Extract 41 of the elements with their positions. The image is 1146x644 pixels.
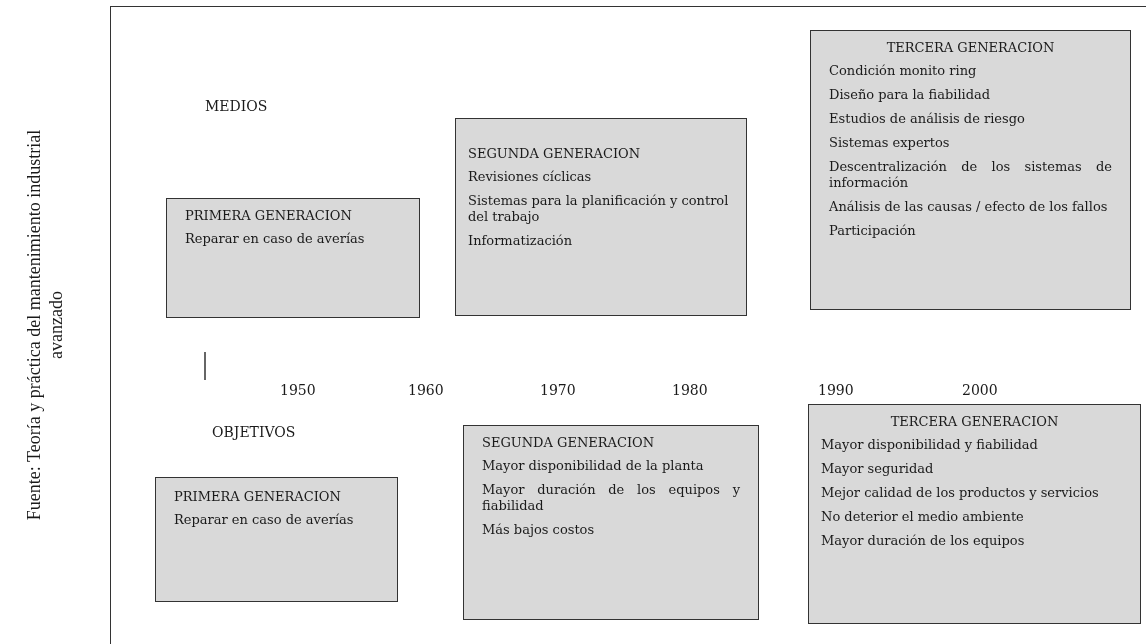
list-item: No deterior el medio ambiente: [821, 509, 1025, 525]
section-heading: OBJETIVOS: [212, 424, 296, 440]
list-item: Descentralización de los sistemas de información: [829, 159, 1112, 191]
generation-box: [810, 30, 1131, 310]
generation-box: [166, 198, 420, 318]
year-label: 1980: [672, 382, 708, 398]
year-label: 1970: [540, 382, 576, 398]
list-item: Informatización: [468, 233, 574, 249]
list-item: Sistemas para la planificación y control del trabajo: [468, 193, 730, 225]
list-item: Más bajos costos: [482, 522, 596, 538]
list-item: Mayor seguridad: [821, 461, 935, 477]
box-heading: TERCERA GENERACION: [889, 413, 1060, 430]
list-item: Participación: [829, 223, 917, 239]
list-item: Mayor duración de los equipos: [821, 533, 1026, 549]
generation-box: [455, 118, 747, 316]
list-item: Mayor disponibilidad y fiabilidad: [821, 437, 1039, 453]
list-item: Reparar en caso de averías: [174, 512, 355, 528]
list-item: Estudios de análisis de riesgo: [829, 111, 1026, 127]
source-caption: Fuente: Teoría y práctica del mantenimiento industrial avanzado: [23, 128, 67, 523]
list-item: Mayor duración de los equipos y fiabilidad: [482, 482, 740, 514]
list-item: Diseño para la fiabilidad: [829, 87, 992, 103]
box-heading: PRIMERA GENERACION: [174, 488, 342, 505]
list-item: Mayor disponibilidad de la planta: [482, 458, 705, 474]
list-item: Mejor calidad de los productos y servicios: [821, 485, 1100, 501]
year-label: 2000: [962, 382, 998, 398]
list-item: Sistemas expertos: [829, 135, 951, 151]
list-item: Condición monito ring: [829, 63, 978, 79]
generation-box: [463, 425, 759, 620]
generation-box: [155, 477, 398, 602]
generation-box: [808, 404, 1141, 624]
box-heading: PRIMERA GENERACION: [185, 207, 353, 224]
list-item: Análisis de las causas / efecto de los fallos: [829, 199, 1109, 215]
list-item: Reparar en caso de averías: [185, 231, 366, 247]
box-heading: TERCERA GENERACION: [885, 39, 1056, 56]
box-heading: SEGUNDA GENERACION: [482, 434, 656, 451]
box-heading: SEGUNDA GENERACION: [468, 145, 642, 162]
list-item: Revisiones cíclicas: [468, 169, 593, 185]
year-label: 1950: [280, 382, 316, 398]
section-heading: MEDIOS: [205, 98, 268, 114]
year-label: 1960: [408, 382, 444, 398]
year-label: 1990: [818, 382, 854, 398]
